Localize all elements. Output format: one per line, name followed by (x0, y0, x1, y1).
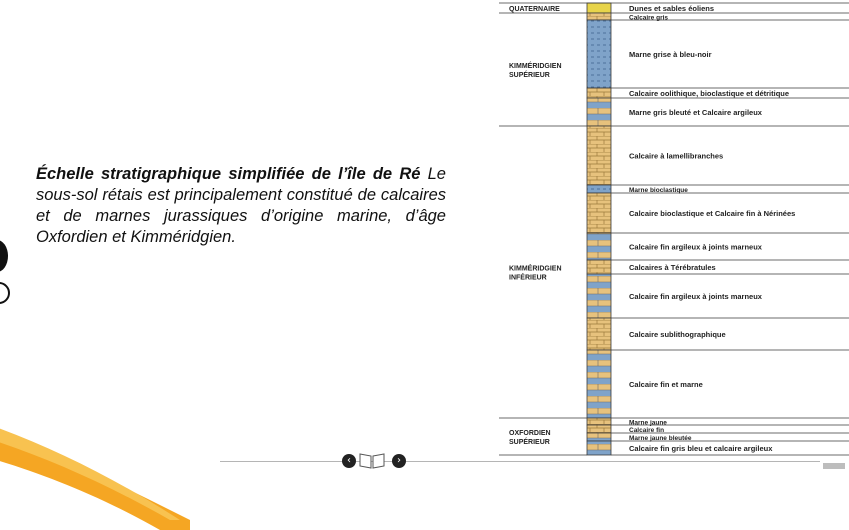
layer-label: Calcaire fin et marne (629, 380, 703, 389)
layer-swatch (586, 184, 612, 194)
layer-swatch (586, 273, 612, 319)
side-marker (0, 240, 8, 272)
caption-title: Échelle stratigraphique simplifiée de l’… (36, 165, 421, 183)
layer-label: Calcaire oolithique, bioclastique et dét… (629, 89, 789, 98)
progress-rail (220, 461, 820, 462)
layer-swatch (586, 192, 612, 234)
layer-label: Calcaire fin (629, 427, 664, 434)
layer-swatch (586, 417, 612, 426)
layer-label: Marne gris bleuté et Calcaire argileux (629, 108, 763, 117)
page-navigation: ‹ › (220, 452, 820, 469)
layer-swatch (586, 87, 612, 99)
layer-label: Calcaire fin argileux à joints marneux (629, 243, 763, 252)
layer-swatch (586, 432, 612, 442)
layer-swatch (586, 97, 612, 127)
layer-swatch (586, 349, 612, 419)
page-indicator (823, 463, 845, 469)
layer-swatch (586, 2, 612, 14)
layer-label: Calcaire à lamellibranches (629, 152, 723, 161)
layer-label: Calcaires à Térébratules (629, 263, 716, 272)
layer-label: Marne jaune (629, 420, 667, 427)
layer-label: Dunes et sables éoliens (629, 4, 714, 13)
layer-swatch (586, 317, 612, 351)
layer-swatch (586, 125, 612, 186)
chevron-left-icon[interactable]: ‹ (342, 454, 356, 468)
stage-label: QUATERNAIRE (509, 6, 560, 13)
side-marker-ring (0, 282, 10, 304)
layer-label: Marne grise à bleu-noir (629, 50, 712, 59)
layer-label: Marne bioclastique (629, 187, 688, 194)
layer-label: Calcaire bioclastique et Calcaire fin à … (629, 209, 795, 218)
chevron-right-icon[interactable]: › (392, 454, 406, 468)
layer-label: Calcaire gris (629, 15, 668, 22)
layer-swatch (586, 19, 612, 89)
book-icon[interactable] (358, 452, 386, 469)
layer-swatch (586, 440, 612, 456)
layer-swatch (586, 232, 612, 261)
layer-label: Calcaire sublithographique (629, 330, 726, 339)
caption-body: Le sous-sol rétais est principalement co… (36, 165, 446, 246)
layer-swatch (586, 259, 612, 275)
layer-swatch (586, 424, 612, 434)
layer-swatch (586, 12, 612, 21)
orange-decoration (0, 428, 190, 530)
layer-label: Marne jaune bleutée (629, 435, 692, 442)
layer-label: Calcaire fin argileux à joints marneux (629, 292, 763, 301)
layer-label: Calcaire fin gris bleu et calcaire argil… (629, 444, 773, 453)
figure-caption: Échelle stratigraphique simplifiée de l’… (36, 164, 446, 248)
